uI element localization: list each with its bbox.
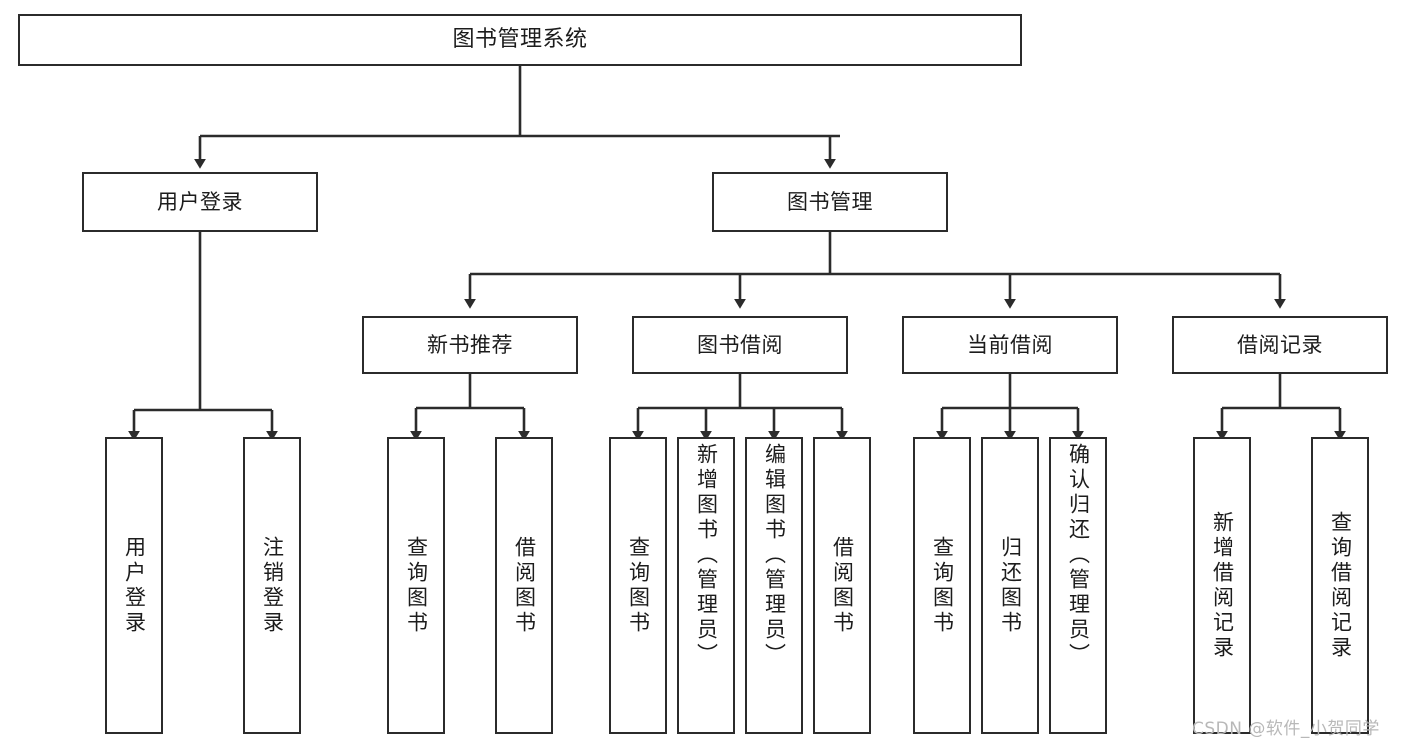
node-label: 确认归还（管理员） — [1066, 443, 1091, 668]
leaf-user-login-login[interactable]: 用户登录 — [105, 437, 163, 734]
node-label: 用户登录 — [157, 189, 243, 214]
leaf-current-borrow-return[interactable]: 归还图书 — [981, 437, 1039, 734]
node-current-borrow[interactable]: 当前借阅 — [902, 316, 1118, 374]
node-label: 查询借阅记录 — [1328, 510, 1353, 661]
node-label: 当前借阅 — [967, 332, 1053, 357]
node-book-management[interactable]: 图书管理 — [712, 172, 948, 232]
node-book-borrow[interactable]: 图书借阅 — [632, 316, 848, 374]
node-label: 借阅图书 — [512, 535, 537, 636]
node-root-system[interactable]: 图书管理系统 — [18, 14, 1022, 66]
node-label: 图书管理 — [787, 189, 873, 214]
node-label: 借阅图书 — [830, 535, 855, 636]
leaf-book-borrow-borrow[interactable]: 借阅图书 — [813, 437, 871, 734]
node-label: 图书借阅 — [697, 332, 783, 357]
leaf-borrow-record-query[interactable]: 查询借阅记录 — [1311, 437, 1369, 734]
node-user-login[interactable]: 用户登录 — [82, 172, 318, 232]
node-label: 查询图书 — [626, 535, 651, 636]
node-label: 查询图书 — [930, 535, 955, 636]
node-label: 查询图书 — [404, 535, 429, 636]
node-new-book-recommend[interactable]: 新书推荐 — [362, 316, 578, 374]
leaf-book-borrow-add[interactable]: 新增图书（管理员） — [677, 437, 735, 734]
node-label: 新增借阅记录 — [1210, 510, 1235, 661]
node-label: 用户登录 — [122, 535, 147, 636]
leaf-user-login-logout[interactable]: 注销登录 — [243, 437, 301, 734]
node-borrow-record[interactable]: 借阅记录 — [1172, 316, 1388, 374]
node-label: 新书推荐 — [427, 332, 513, 357]
leaf-new-book-query[interactable]: 查询图书 — [387, 437, 445, 734]
node-label: 图书管理系统 — [452, 27, 588, 53]
node-label: 归还图书 — [998, 535, 1023, 636]
leaf-current-borrow-query[interactable]: 查询图书 — [913, 437, 971, 734]
leaf-new-book-borrow[interactable]: 借阅图书 — [495, 437, 553, 734]
node-label: 编辑图书（管理员） — [762, 443, 787, 668]
node-label: 新增图书（管理员） — [694, 443, 719, 668]
leaf-book-borrow-query[interactable]: 查询图书 — [609, 437, 667, 734]
csdn-watermark: CSDN @软件_小贺同学 — [1192, 719, 1380, 739]
leaf-borrow-record-add[interactable]: 新增借阅记录 — [1193, 437, 1251, 734]
node-label: 借阅记录 — [1237, 332, 1323, 357]
leaf-book-borrow-edit[interactable]: 编辑图书（管理员） — [745, 437, 803, 734]
node-label: 注销登录 — [260, 535, 285, 636]
leaf-current-borrow-confirm-return[interactable]: 确认归还（管理员） — [1049, 437, 1107, 734]
